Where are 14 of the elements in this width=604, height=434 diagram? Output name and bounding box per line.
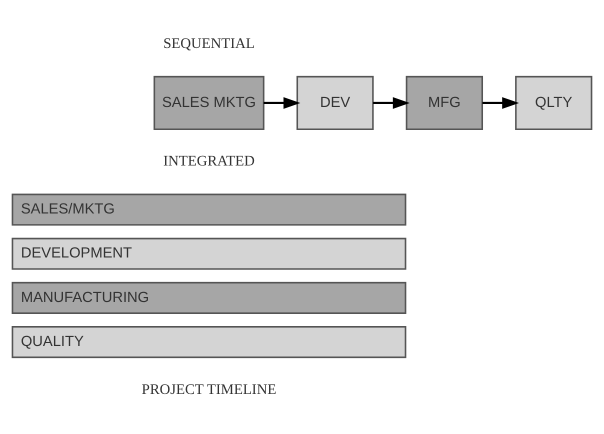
- node-box: SALES MKTG: [154, 76, 264, 130]
- node-box: DEV: [296, 76, 374, 130]
- node-box: QLTY: [515, 76, 592, 130]
- node-box: MANUFACTURING: [12, 282, 406, 314]
- node-box: MFG: [406, 76, 484, 130]
- arrow: [373, 97, 410, 109]
- arrow: [264, 97, 300, 109]
- node-box: SALES/MKTG: [12, 194, 406, 226]
- node-box: DEVELOPMENT: [12, 238, 406, 270]
- node-box: QUALITY: [12, 326, 406, 358]
- arrow: [482, 97, 519, 109]
- label: PROJECT TIMELINE: [142, 382, 276, 398]
- label: INTEGRATED: [163, 154, 255, 170]
- label: SEQUENTIAL: [163, 36, 255, 52]
